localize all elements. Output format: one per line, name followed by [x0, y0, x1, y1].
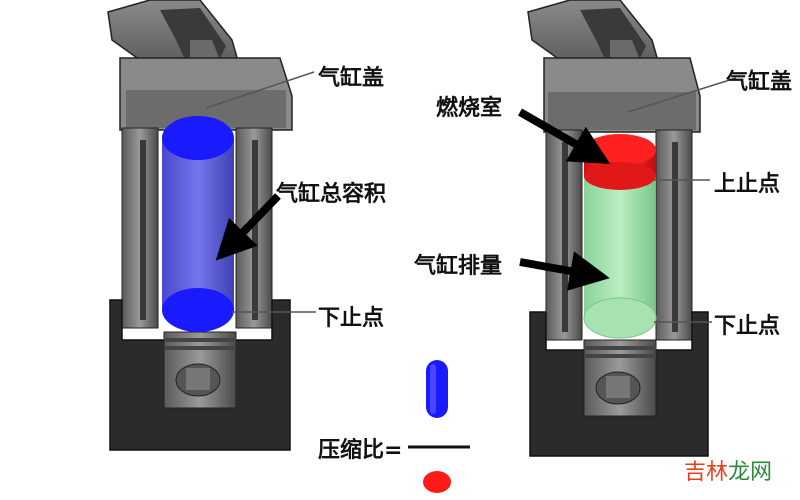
- right-head-leader: [627, 77, 737, 113]
- compression-ratio-formula: [408, 360, 470, 493]
- formula-denominator-disc: [423, 471, 451, 493]
- left-total-volume-bottom: [162, 288, 234, 332]
- left-total-volume-top: [162, 116, 234, 160]
- watermark-part2: 龙网: [727, 460, 772, 485]
- right-label-displacement: 气缸排量: [414, 254, 503, 279]
- right-label-cylinder-head: 气缸盖: [726, 70, 793, 95]
- watermark: 吉林龙网: [684, 454, 772, 486]
- formula-label: 压缩比=: [318, 438, 403, 463]
- left-total-volume: [162, 138, 234, 310]
- right-label-bdc: 下止点: [714, 314, 781, 339]
- right-chamber-arrow: [518, 108, 611, 164]
- left-label-bdc: 下止点: [318, 306, 385, 331]
- right-combustion-top: [584, 134, 656, 166]
- right-label-combustion-chamber: 燃烧室: [436, 96, 503, 121]
- left-volume-arrow: [215, 193, 281, 261]
- right-displacement: [584, 174, 656, 318]
- left-engine: [107, 0, 293, 451]
- right-displacement-bottom: [583, 297, 657, 339]
- formula-numerator-capsule: [426, 360, 448, 418]
- right-label-tdc: 上止点: [714, 172, 781, 197]
- right-displacement-arrow: [519, 251, 610, 291]
- left-label-total-volume: 气缸总容积: [276, 182, 387, 207]
- watermark-part1: 吉林: [683, 460, 728, 485]
- right-engine: [527, 0, 709, 457]
- left-label-cylinder-head: 气缸盖: [318, 66, 385, 91]
- left-head-leader: [205, 71, 315, 109]
